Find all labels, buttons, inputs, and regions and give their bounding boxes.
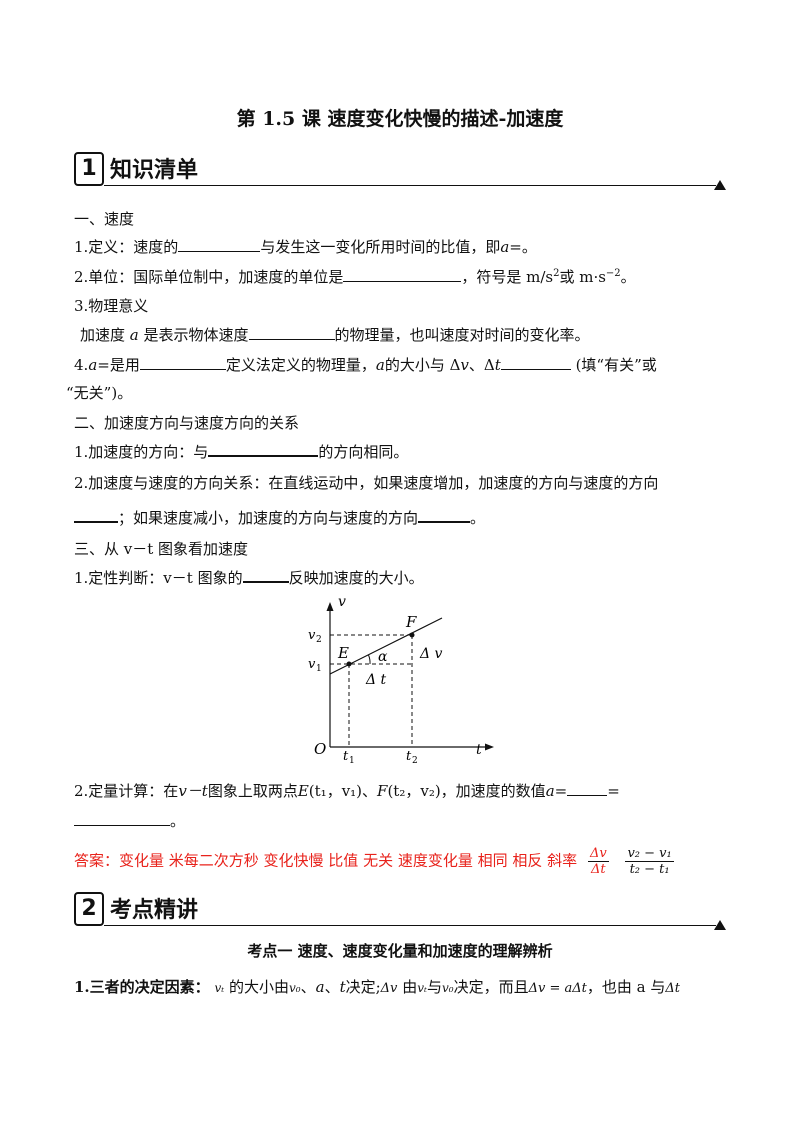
line-fill-hint: “无关”)。 [66,384,133,402]
blank [500,355,571,370]
section-title: 考点精讲 [110,898,199,923]
section-header-keypoints: 2 考点精讲 [74,888,726,930]
label-t2: t [406,749,412,764]
label-t1: t [343,749,349,764]
label-v1-sub: 1 [316,664,322,674]
angle-arc [368,654,371,665]
label-v2-sub: 2 [316,635,322,645]
line-definition: 1.定义：速度的与发生这一变化所用时间的比值，即a=。 [74,237,537,256]
section-rule [104,925,716,926]
line-relation: 2.加速度与速度的方向关系：在直线运动中，如果速度增加，加速度的方向与速度的方向 [74,474,659,492]
blank [242,567,289,583]
section-title: 知识清单 [110,158,199,183]
section-number: 1 [74,152,104,186]
y-axis-arrow-icon [326,602,334,611]
line-ratio-definition: 4.a=是用定义法定义的物理量，a的大小与 Δv、Δt (填“有关”或 [74,355,657,374]
line-factors: 1.三者的决定因素： vₜ 的大小由v₀、a、t决定;Δv 由vₜ与v₀决定，而… [74,978,680,996]
label-t2-sub: 2 [412,756,418,764]
axis-label-v: v [338,594,346,610]
blank [178,237,261,252]
x-axis-arrow-icon [485,743,494,751]
heading-speed: 一、速度 [74,210,135,228]
label-t1-sub: 1 [349,756,355,764]
triangle-icon [714,180,726,190]
axis-label-t: t [476,742,482,758]
blank [74,507,118,523]
section-number: 2 [74,892,104,926]
page-title: 第 1.5 课 速度变化快慢的描述-加速度 [236,108,564,130]
vt-graph: v t O v 2 v 1 t 1 t 2 E F α Δ v Δ t [300,592,500,768]
heading-vt-graph: 三、从 v－t 图象看加速度 [74,540,249,558]
blank [208,441,319,457]
label-delta-t: Δ t [365,672,387,688]
blank [248,325,335,340]
blank [74,811,170,826]
line-meaning-heading: 3.物理意义 [74,297,149,315]
label-v2: v [308,628,316,643]
blank [139,355,226,370]
keypoint-heading: 考点一 速度、速度变化量和加速度的理解辨析 [247,942,553,960]
line-qualitative: 1.定性判断：v－t 图象的反映加速度的大小。 [74,567,424,587]
line-meaning: 加速度 a 是表示物体速度的物理量，也叫速度对时间的变化率。 [80,325,590,344]
line-quantitative: 2.定量计算：在v－t图象上取两点E(t₁，v₁)、F(t₂，v₂)，加速度的数… [74,781,620,800]
blank [567,781,608,796]
answer-line: 答案：变化量 米每二次方秒 变化快慢 比值 无关 速度变化量 相同 相反 斜率 … [74,846,674,877]
label-delta-v: Δ v [419,646,443,662]
blank [343,267,462,282]
heading-direction: 二、加速度方向与速度方向的关系 [74,414,300,432]
label-point-f: F [405,613,417,631]
section-rule [104,185,716,186]
section-header-knowledge: 1 知识清单 [74,148,726,190]
line-relation-cont: ；如果速度减小，加速度的方向与速度的方向。 [74,507,728,528]
point-f [409,632,415,638]
line-unit: 2.单位：国际单位制中，加速度的单位是，符号是 m/s2或 m·s−2。 [74,267,636,286]
line-quantitative-cont: 。 [74,810,728,831]
point-e [346,661,352,667]
label-v1: v [308,657,316,672]
origin-label: O [314,740,326,758]
label-point-e: E [337,644,349,662]
triangle-icon [714,920,726,930]
blank [418,507,471,523]
vt-graph-svg: v t O v 2 v 1 t 1 t 2 E F α Δ v Δ t [308,594,494,766]
line-direction: 1.加速度的方向：与的方向相同。 [74,441,409,461]
label-alpha: α [378,649,388,665]
